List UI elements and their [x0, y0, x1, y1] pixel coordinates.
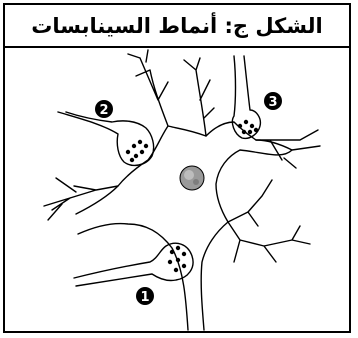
dendrite-lower-right [227, 179, 311, 263]
neuron-body-outline [75, 121, 293, 331]
figure-title-bar: الشكل ج: أنماط السينابسات [5, 5, 349, 48]
synapse-3-label: 3 [264, 92, 282, 110]
synapse-2-label: 2 [95, 100, 113, 118]
synapse-1-vesicles [167, 245, 187, 273]
svg-text:3: 3 [268, 95, 277, 110]
dendrite-upper-middle [183, 57, 215, 137]
synapse-1-axon [73, 242, 194, 287]
svg-text:1: 1 [140, 290, 149, 305]
dendrite-upper-left [127, 49, 169, 127]
synapse-2-axon [57, 111, 155, 167]
synapse-2-vesicles [125, 139, 149, 163]
svg-text:2: 2 [99, 103, 108, 118]
dendrite-right [255, 129, 321, 169]
synapse-3-vesicles [237, 119, 259, 135]
figure-frame: الشكل ج: أنماط السينابسات [3, 3, 351, 333]
figure-title: الشكل ج: أنماط السينابسات [31, 13, 323, 38]
nucleus [179, 165, 205, 191]
synapse-1-label: 1 [136, 287, 154, 305]
synapse-3-axon [231, 55, 262, 140]
dendrite-left [43, 177, 119, 221]
